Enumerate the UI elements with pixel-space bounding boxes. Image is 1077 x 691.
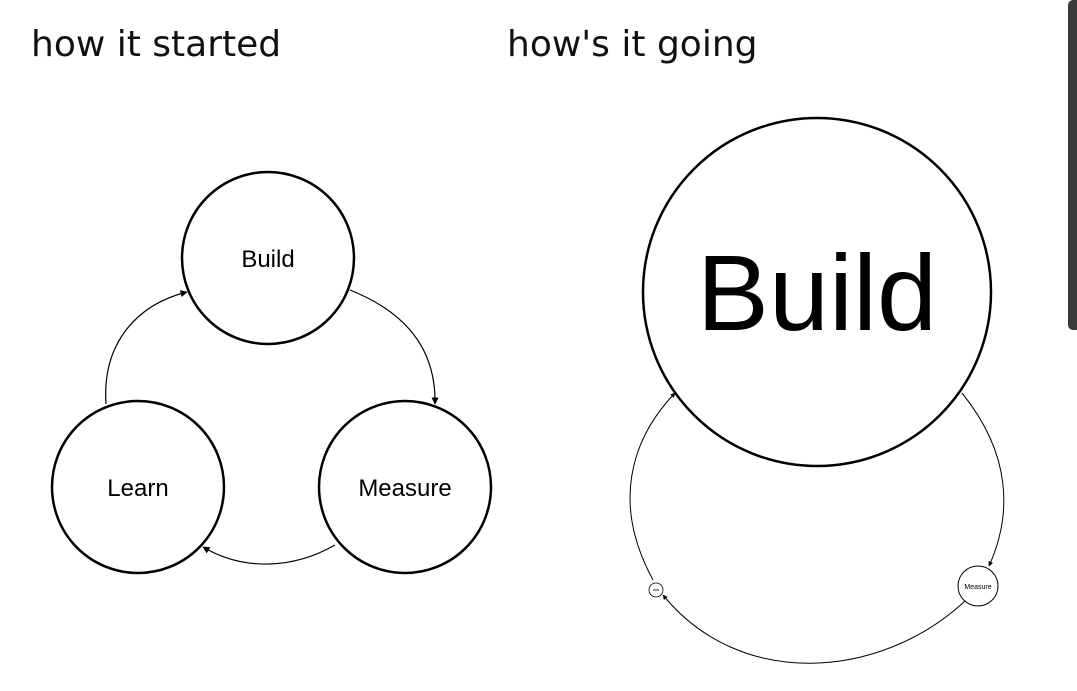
arrow-learn-to-build xyxy=(105,290,188,405)
right-build-label: Build xyxy=(697,232,937,353)
left-node-measure: Measure xyxy=(317,399,493,575)
left-learn-label: Learn xyxy=(107,475,168,502)
left-measure-label: Measure xyxy=(358,475,451,502)
heading-how-it-started: how it started xyxy=(31,24,282,65)
left-learn-circle xyxy=(50,399,226,575)
scroll-indicator[interactable] xyxy=(1068,0,1077,330)
right-node-learn xyxy=(648,582,664,598)
left-measure-circle xyxy=(317,399,493,575)
right-node-measure: Measure xyxy=(957,565,999,607)
left-node-build: Build xyxy=(180,170,356,346)
arrow-learn-to-build-right xyxy=(629,392,676,581)
left-build-label: Build xyxy=(241,246,294,273)
heading-hows-it-going: how's it going xyxy=(507,24,758,65)
right-cycle-diagram: Build Measure xyxy=(629,116,1005,664)
right-build-circle xyxy=(641,116,993,468)
left-cycle-diagram: Build Learn Measure xyxy=(50,170,493,575)
arrow-build-to-measure-right xyxy=(961,392,1005,567)
left-node-learn: Learn xyxy=(50,399,226,575)
arrow-build-to-measure xyxy=(349,289,439,405)
right-measure-circle xyxy=(957,565,999,607)
arrow-measure-to-learn xyxy=(202,544,336,565)
right-measure-label: Measure xyxy=(964,584,991,591)
right-node-build: Build xyxy=(641,116,993,468)
left-build-circle xyxy=(180,170,356,346)
arrow-measure-to-learn-right xyxy=(662,594,966,664)
